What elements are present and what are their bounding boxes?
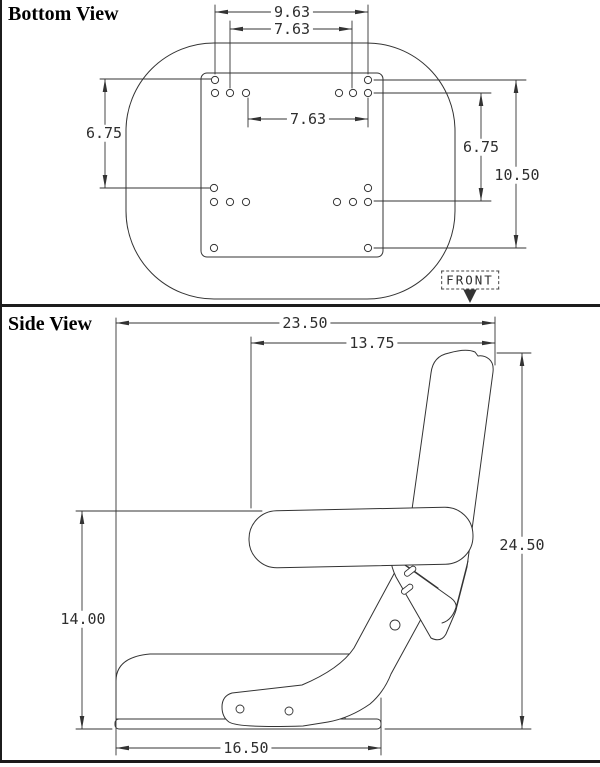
arrow-right-icon (339, 26, 352, 32)
arrow-left-icon (251, 340, 264, 346)
arrow-left-icon (116, 320, 129, 326)
arrow-up-icon (513, 80, 519, 93)
mounting-hole (332, 197, 342, 207)
dim-armrest-height: 14.00 (57, 611, 109, 628)
left-border-rule (0, 0, 2, 762)
bottom-view-arrowheads (102, 9, 519, 303)
arrow-up-icon (519, 353, 525, 366)
dim-overall-height: 24.50 (496, 537, 548, 554)
dim-overall-depth: 23.50 (279, 315, 331, 332)
mounting-hole (225, 197, 235, 207)
pivot-hole (389, 619, 401, 631)
mounting-hole (363, 183, 373, 193)
mounting-hole (210, 88, 220, 98)
dim-armrest-to-back: 13.75 (346, 335, 398, 352)
armrest-profile (248, 506, 474, 569)
dim-right-bolt-spacing: 6.75 (459, 139, 503, 156)
adjustment-slot (400, 583, 414, 595)
mounting-hole (334, 88, 344, 98)
dim-outer-bolt-width: 9.63 (270, 4, 314, 21)
mounting-hole (241, 88, 251, 98)
side-view-title: Side View (8, 313, 92, 335)
arrow-right-icon (355, 9, 368, 15)
mounting-hole (363, 75, 373, 85)
arrow-left-icon (215, 9, 228, 15)
arrow-up-icon (478, 93, 484, 106)
side-view-arrowheads (79, 320, 525, 751)
mounting-hole (225, 88, 235, 98)
arrow-right-icon (482, 320, 495, 326)
mounting-hole (363, 197, 373, 207)
rail-hole (235, 704, 245, 714)
arrow-right-icon (368, 745, 381, 751)
mounting-hole (209, 197, 219, 207)
arrow-down-icon (102, 175, 108, 188)
dim-overall-bolt-length-lines (373, 79, 527, 249)
backrest-corner-edge (441, 560, 469, 624)
mounting-hole (241, 197, 251, 207)
dim-overall-bolt-length: 10.50 (491, 167, 543, 184)
rail-hole (284, 706, 294, 716)
bottom-view-title: Bottom View (8, 3, 119, 25)
mounting-hole (363, 88, 373, 98)
arrow-up-icon (79, 511, 85, 524)
dim-left-bolt-spacing: 6.75 (82, 125, 126, 142)
arrow-down-icon (513, 235, 519, 248)
arrow-left-icon (116, 745, 129, 751)
adjustment-slot (403, 565, 417, 577)
arrow-down-icon (79, 716, 85, 729)
mounting-hole (209, 243, 219, 253)
arrow-left-icon (248, 116, 261, 122)
mounting-hole (348, 197, 358, 207)
arrow-right-icon (482, 340, 495, 346)
section-divider-rule (0, 304, 600, 307)
arrow-down-icon (519, 716, 525, 729)
arrow-right-icon (355, 116, 368, 122)
front-direction-arrow-icon (463, 289, 477, 303)
bracket-holes (235, 565, 417, 716)
mounting-plate (200, 72, 384, 258)
dim-mid-bolt-width: 7.63 (286, 111, 330, 128)
bottom-border-rule (0, 760, 600, 763)
mounting-hole (210, 75, 220, 85)
suspension-arm (221, 564, 439, 727)
dim-base-depth: 16.50 (220, 740, 272, 757)
arrow-up-icon (102, 79, 108, 92)
dim-inner-bolt-width: 7.63 (270, 21, 314, 38)
arrow-down-icon (478, 188, 484, 201)
arrow-left-icon (230, 26, 243, 32)
side-view-drawing (75, 316, 532, 756)
bottom-view-drawing (99, 4, 527, 303)
mounting-hole (363, 243, 373, 253)
front-direction-label: FRONT (441, 270, 499, 290)
mounting-hole (348, 88, 358, 98)
mounting-hole (209, 183, 219, 193)
mounting-holes (209, 75, 373, 253)
